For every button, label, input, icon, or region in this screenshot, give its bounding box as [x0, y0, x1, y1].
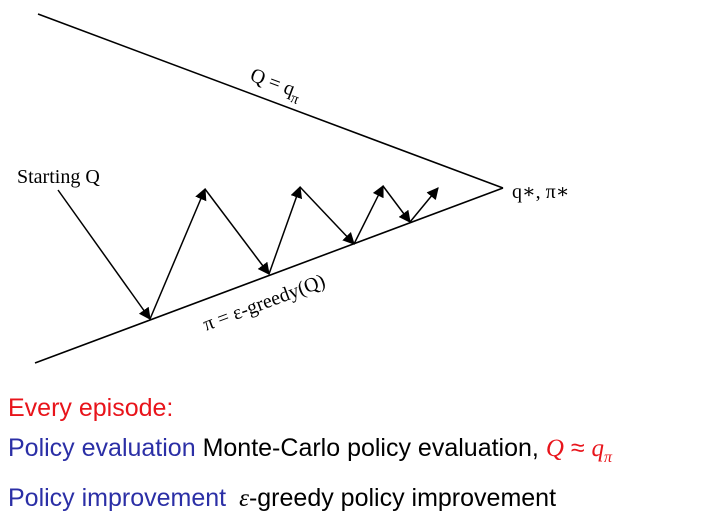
zigzag-arrow-5 [353, 184, 384, 245]
q-equals-q-pi-line [37, 13, 504, 189]
policy-evaluation-line: Policy evaluation Monte-Carlo policy eva… [8, 428, 612, 478]
zigzag-arrow-2 [204, 188, 270, 275]
zigzag-arrow-4 [299, 186, 355, 245]
q-pi-symbol: qπ [591, 435, 613, 466]
policy-evaluation-text: Monte-Carlo policy evaluation, [202, 434, 539, 462]
every-episode-label: Every episode: [8, 394, 174, 422]
optimal-label: q∗, π∗ [512, 181, 569, 203]
approx-symbol: ≈ [570, 434, 585, 462]
zigzag-arrow-6 [382, 185, 411, 223]
epsilon-symbol: ε [239, 485, 249, 512]
zigzag-arrow-7 [409, 187, 439, 223]
policy-improvement-line: Policy improvement ε-greedy policy impro… [8, 478, 612, 519]
pi-greedy-line [34, 187, 504, 364]
zigzag-arrow-3 [268, 185, 303, 275]
gpi-diagram: Q = qπ π = ε-greedy(Q) Starting Q q∗, π∗ [17, 13, 569, 364]
bottom-line-label: π = ε-greedy(Q) [200, 270, 328, 336]
zigzag-arrow-1 [149, 187, 207, 320]
explanation-text: Every episode: Policy evaluation Monte-C… [8, 388, 612, 519]
q-symbol-lower: q [591, 435, 605, 462]
q-symbol: Q [545, 435, 564, 462]
policy-improvement-text: -greedy policy improvement [248, 484, 557, 512]
starting-arrow [57, 189, 151, 320]
policy-evaluation-label: Policy evaluation [8, 434, 196, 462]
top-line-label: Q = qπ [245, 64, 305, 108]
pi-subscript: π [604, 449, 613, 466]
every-episode-line: Every episode: [8, 388, 612, 428]
policy-improvement-label: Policy improvement [8, 484, 227, 512]
starting-q-label: Starting Q [17, 166, 100, 188]
